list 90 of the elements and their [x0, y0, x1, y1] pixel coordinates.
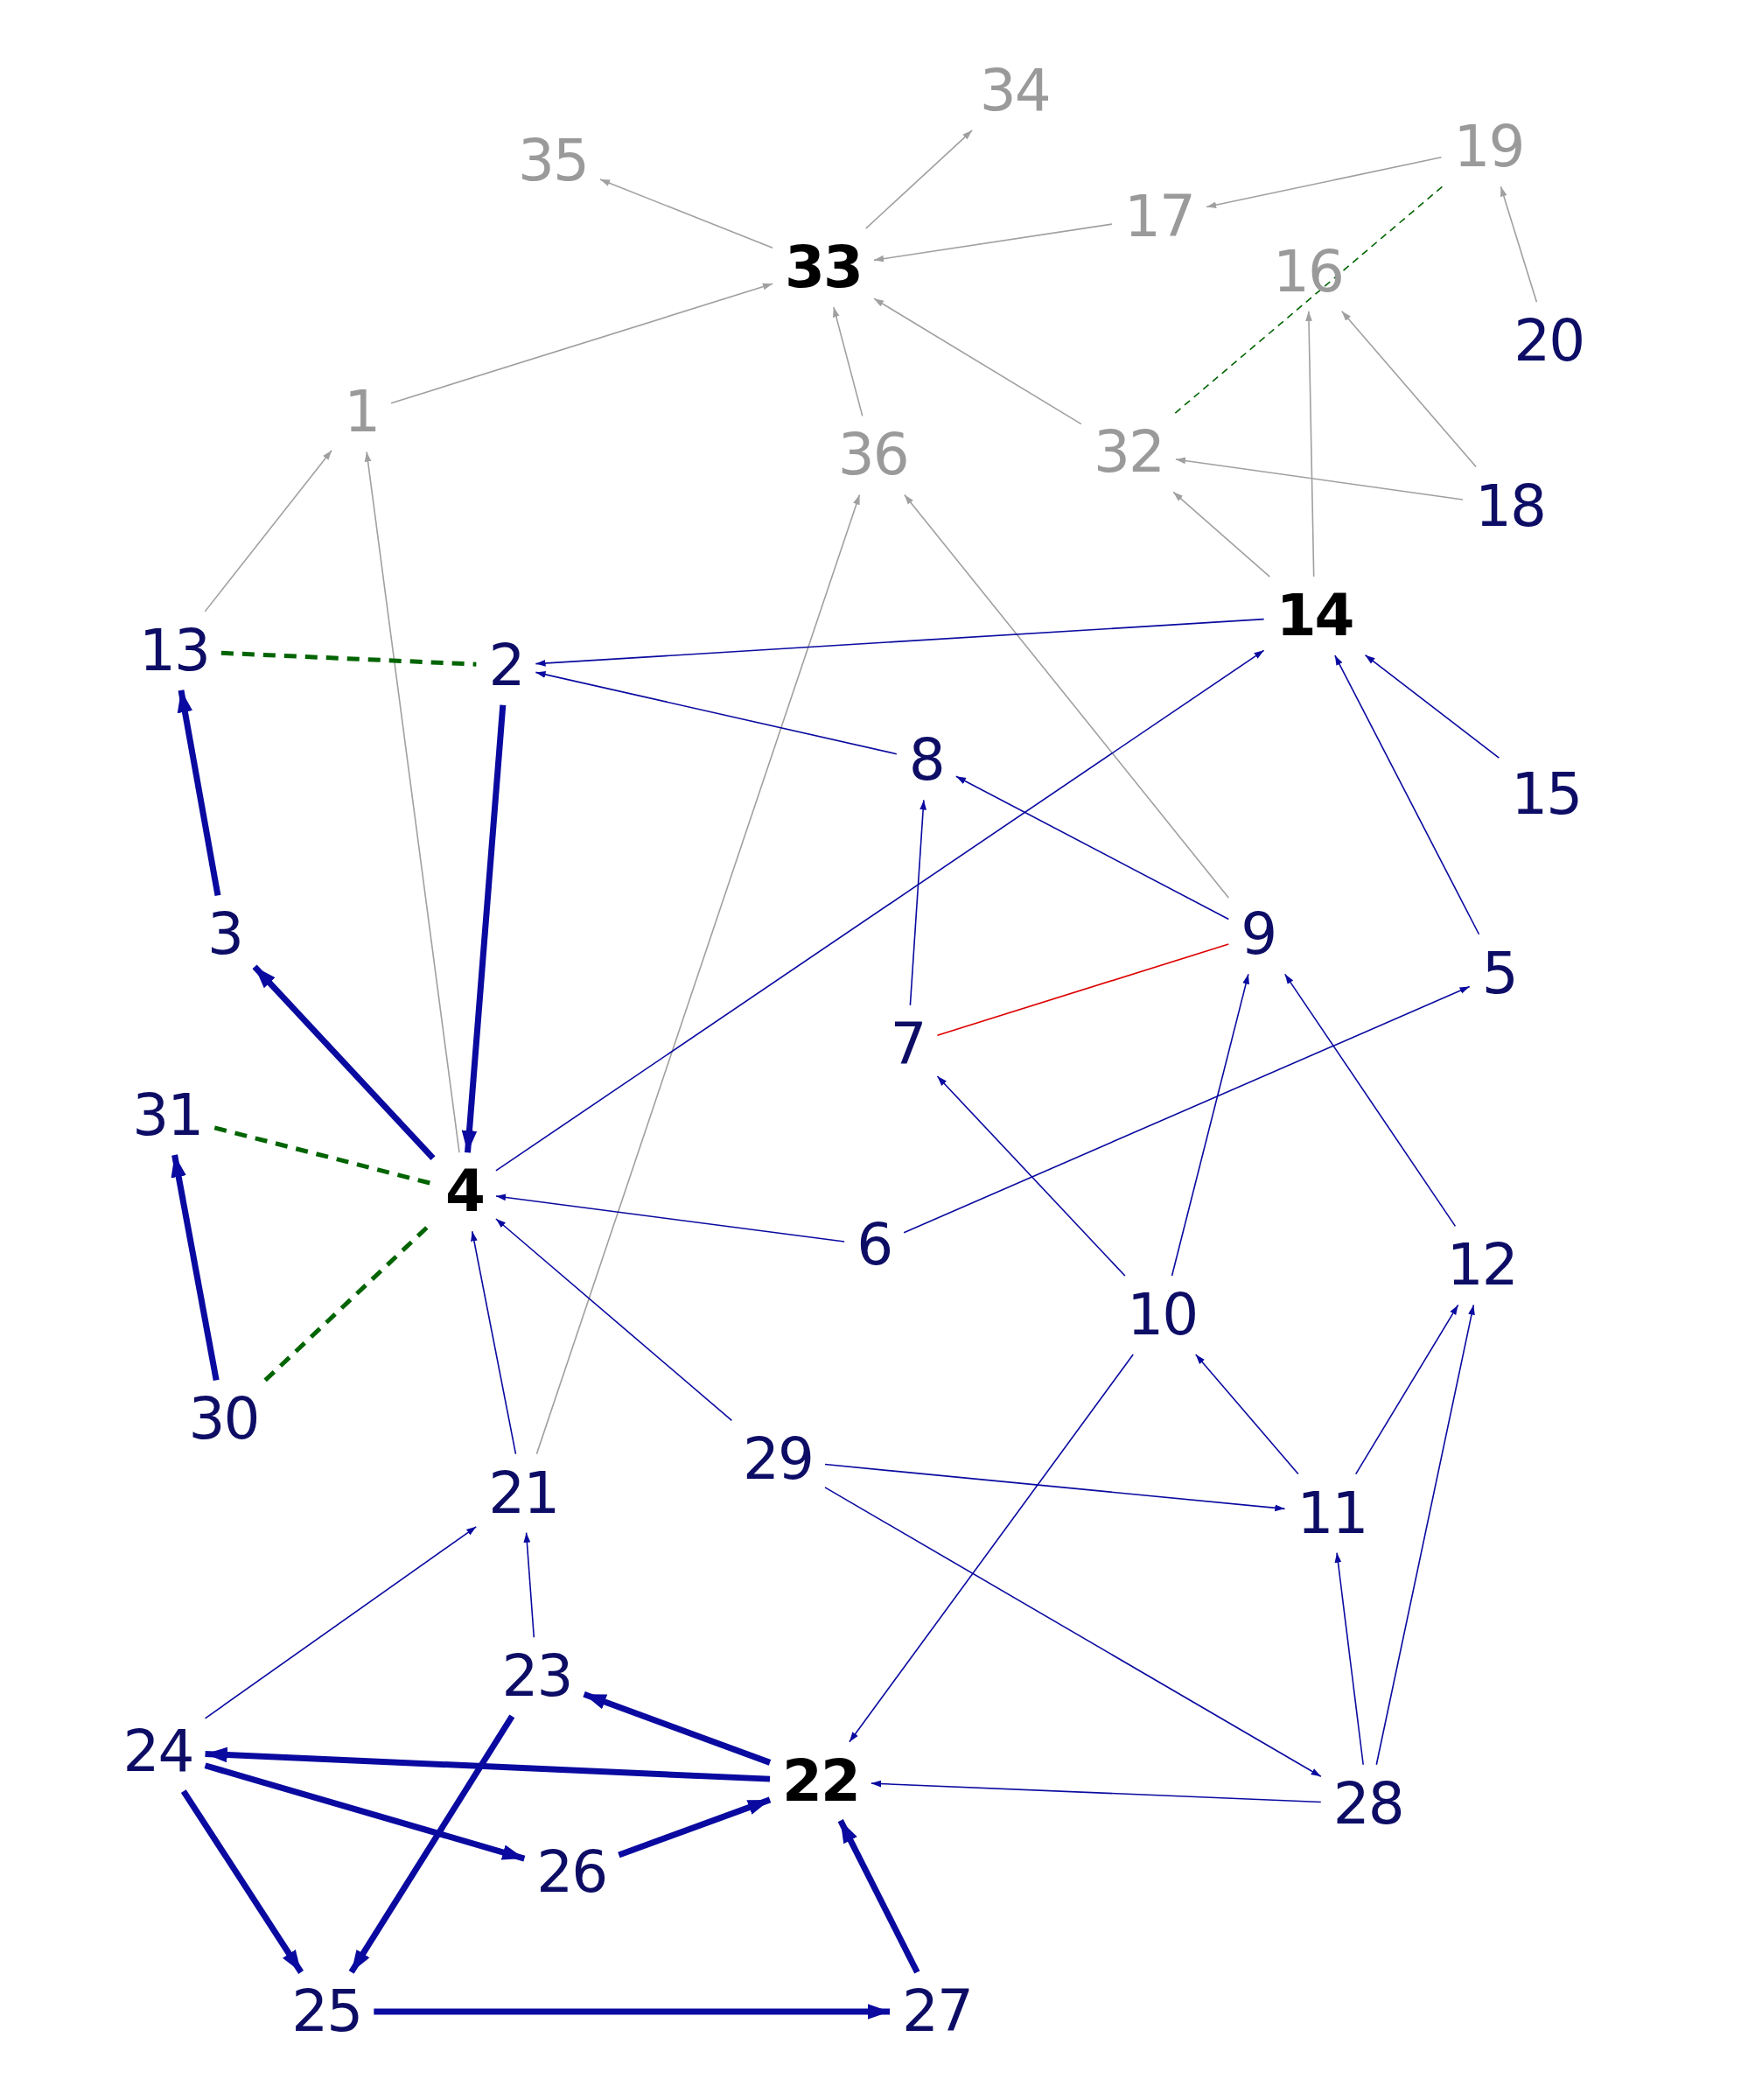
node-number: 3: [195, 895, 255, 975]
node-number: 12: [1434, 1226, 1529, 1306]
arrow: [871, 1780, 1322, 1803]
arrow: [1354, 1304, 1459, 1475]
arrow: [177, 690, 221, 896]
node-number: 25: [279, 1971, 374, 2051]
arrow: [364, 451, 460, 1154]
node-number: 22: [770, 1741, 871, 1821]
arrow: [909, 799, 927, 1006]
node-number: 16: [1260, 232, 1355, 312]
arrow: [904, 494, 1230, 899]
arrow: [1283, 973, 1457, 1228]
arrow: [204, 449, 332, 612]
arrow: [833, 306, 864, 417]
arrow: [1305, 310, 1315, 578]
arrow: [1500, 186, 1538, 304]
arrow: [1364, 654, 1500, 759]
arrow: [824, 1487, 1322, 1778]
arrow: [873, 298, 1082, 425]
arrow: [583, 1690, 772, 1766]
connector-line: [936, 943, 1230, 1037]
arrow: [1194, 1354, 1299, 1475]
arrow: [849, 1354, 1134, 1743]
arrow: [348, 1714, 515, 1974]
arrow: [1206, 157, 1443, 209]
node-number: 11: [1284, 1474, 1380, 1553]
node-number: 32: [1080, 413, 1176, 493]
arrow: [204, 1526, 478, 1719]
arrow: [1171, 973, 1249, 1277]
node-number: 24: [110, 1712, 206, 1792]
node-number: 15: [1499, 754, 1594, 834]
arrow: [495, 649, 1265, 1172]
arrow: [936, 1075, 1126, 1277]
arrow: [535, 618, 1265, 667]
arrow: [171, 1154, 220, 1382]
node-number: 28: [1320, 1764, 1416, 1844]
node-number: 14: [1263, 577, 1366, 656]
node-number: 1: [332, 373, 392, 452]
node-number: 31: [120, 1076, 215, 1155]
arrow: [1375, 1304, 1475, 1766]
arrow: [204, 1762, 526, 1862]
arrow: [1334, 1551, 1364, 1766]
node-number: 33: [773, 228, 874, 308]
arrow: [535, 494, 861, 1455]
node-number: 2: [476, 626, 536, 705]
arrow: [495, 1194, 845, 1242]
arrow: [1334, 654, 1480, 935]
node-number: 6: [844, 1206, 905, 1285]
arrow: [955, 775, 1230, 920]
node-number: 30: [176, 1380, 271, 1460]
node-number: 26: [524, 1832, 619, 1912]
arrow: [180, 1789, 304, 1974]
node-number: 27: [890, 1971, 985, 2051]
arrow: [1172, 491, 1271, 578]
arrow: [390, 283, 773, 404]
node-number: 34: [967, 52, 1062, 131]
arrow: [471, 1230, 517, 1455]
node-number: 7: [878, 1004, 938, 1084]
arrow: [873, 223, 1113, 262]
arrow: [618, 1796, 772, 1858]
arrow: [252, 964, 436, 1161]
node-number: 13: [126, 611, 221, 690]
node-number: 29: [731, 1420, 825, 1500]
arrow: [495, 1218, 733, 1422]
arrow: [1340, 310, 1477, 468]
arrow: [523, 1531, 535, 1639]
node-number: 8: [896, 721, 956, 801]
node-number: 9: [1228, 895, 1289, 975]
connector-line: [1174, 186, 1444, 415]
node-number: 35: [505, 121, 600, 200]
node-number: 4: [433, 1152, 496, 1232]
node-number: 5: [1469, 934, 1529, 1013]
arrow: [824, 1463, 1286, 1512]
node-number: 17: [1112, 177, 1207, 256]
node-number: 19: [1441, 108, 1536, 187]
arrow: [461, 704, 507, 1153]
node-number: 36: [825, 416, 920, 495]
arrow: [535, 671, 898, 755]
node-number: 21: [476, 1453, 571, 1533]
arrow: [205, 1746, 771, 1782]
arrow: [1175, 457, 1464, 500]
connector-line: [220, 650, 477, 667]
node-number: 10: [1115, 1276, 1210, 1355]
arrow: [864, 130, 973, 229]
node-number: 18: [1463, 466, 1557, 546]
node-number: 23: [489, 1637, 584, 1717]
arrow: [837, 1819, 920, 1974]
arrow: [903, 985, 1471, 1234]
arrow: [599, 178, 773, 248]
node-number: 20: [1501, 302, 1597, 382]
